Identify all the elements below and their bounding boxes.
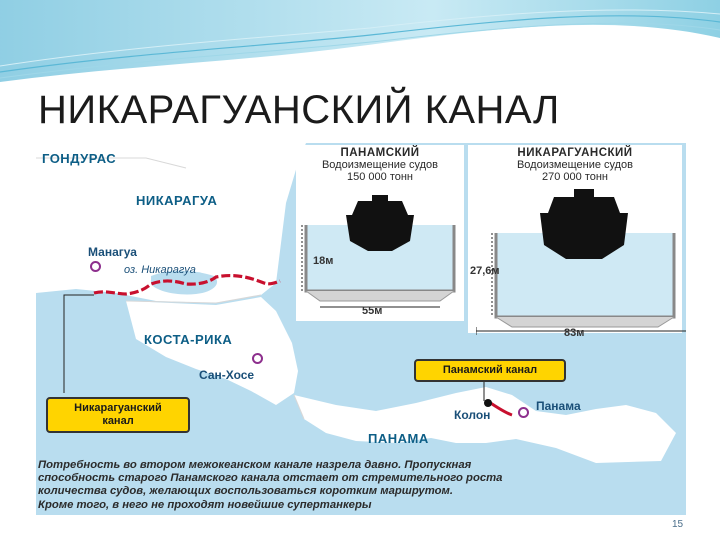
nicaragua-depth-label: 27,6м [470, 265, 500, 277]
panama-displacement-value: 150 000 тонн [347, 171, 413, 183]
country-label-costa-rica: КОСТА-РИКА [144, 332, 233, 347]
header-wave-decoration [0, 0, 720, 82]
central-america-map [36, 143, 676, 463]
nicaragua-displacement-label: Водоизмещение судов [516, 159, 634, 171]
country-label-nicaragua: НИКАРАГУА [136, 193, 218, 208]
nicaragua-lock-diagram [491, 189, 676, 328]
city-label-panama: Панама [536, 399, 581, 413]
panama-cross-section-heading: ПАНАМСКИЙ Водоизмещение судов 150 000 то… [296, 147, 464, 183]
figure-caption: Потребность во втором межокеанском канал… [38, 459, 684, 512]
panama-city-marker-icon [518, 407, 529, 418]
panama-displacement-label: Водоизмещение судов [321, 159, 439, 171]
san-jose-marker-icon [252, 353, 263, 364]
nicaraguan-canal-callout: Никарагуанский канал [46, 397, 190, 433]
caption-line: способность старого Панамского канала от… [38, 472, 503, 485]
panama-canal-callout: Панамский канал [414, 359, 566, 382]
panama-lock-diagram [301, 195, 456, 308]
canal-map-figure: ГОНДУРАС НИКАРАГУА КОСТА-РИКА ПАНАМА Ман… [36, 143, 686, 515]
nicaragua-cross-section-name: НИКАРАГУАНСКИЙ [517, 147, 633, 159]
page-number: 15 [672, 519, 684, 530]
country-label-honduras: ГОНДУРАС [42, 151, 117, 166]
city-label-san-jose: Сан-Хосе [199, 368, 255, 382]
nicaragua-width-label: 83м [564, 327, 585, 339]
managua-marker-icon [90, 261, 101, 272]
caption-line: Кроме того, в него не проходят новейшие … [38, 498, 372, 511]
nicaragua-cross-section-heading: НИКАРАГУАНСКИЙ Водоизмещение судов 270 0… [468, 147, 682, 183]
panama-width-label: 55м [362, 305, 383, 317]
callout-line: канал [102, 415, 134, 427]
caption-line: количества судов, желающих воспользовать… [38, 485, 454, 498]
nicaragua-displacement-value: 270 000 тонн [542, 171, 608, 183]
lake-label-nicaragua: оз. Никарагуа [124, 264, 196, 276]
slide-title: НИКАРАГУАНСКИЙ КАНАЛ [38, 88, 560, 132]
city-label-managua: Манагуа [88, 245, 137, 259]
panama-cross-section-name: ПАНАМСКИЙ [340, 147, 420, 159]
country-label-panama: ПАНАМА [368, 431, 429, 446]
caption-line: Потребность во втором межокеанском канал… [38, 459, 472, 471]
panama-depth-label: 18м [313, 255, 334, 267]
colon-marker-icon [484, 399, 492, 407]
nicaraguan-canal-cross-section: НИКАРАГУАНСКИЙ Водоизмещение судов 270 0… [468, 145, 682, 333]
panama-canal-cross-section: ПАНАМСКИЙ Водоизмещение судов 150 000 то… [296, 145, 464, 321]
city-label-colon: Колон [454, 408, 491, 422]
nicaragua-width-dimension [476, 327, 686, 335]
callout-line: Никарагуанский [74, 402, 162, 414]
